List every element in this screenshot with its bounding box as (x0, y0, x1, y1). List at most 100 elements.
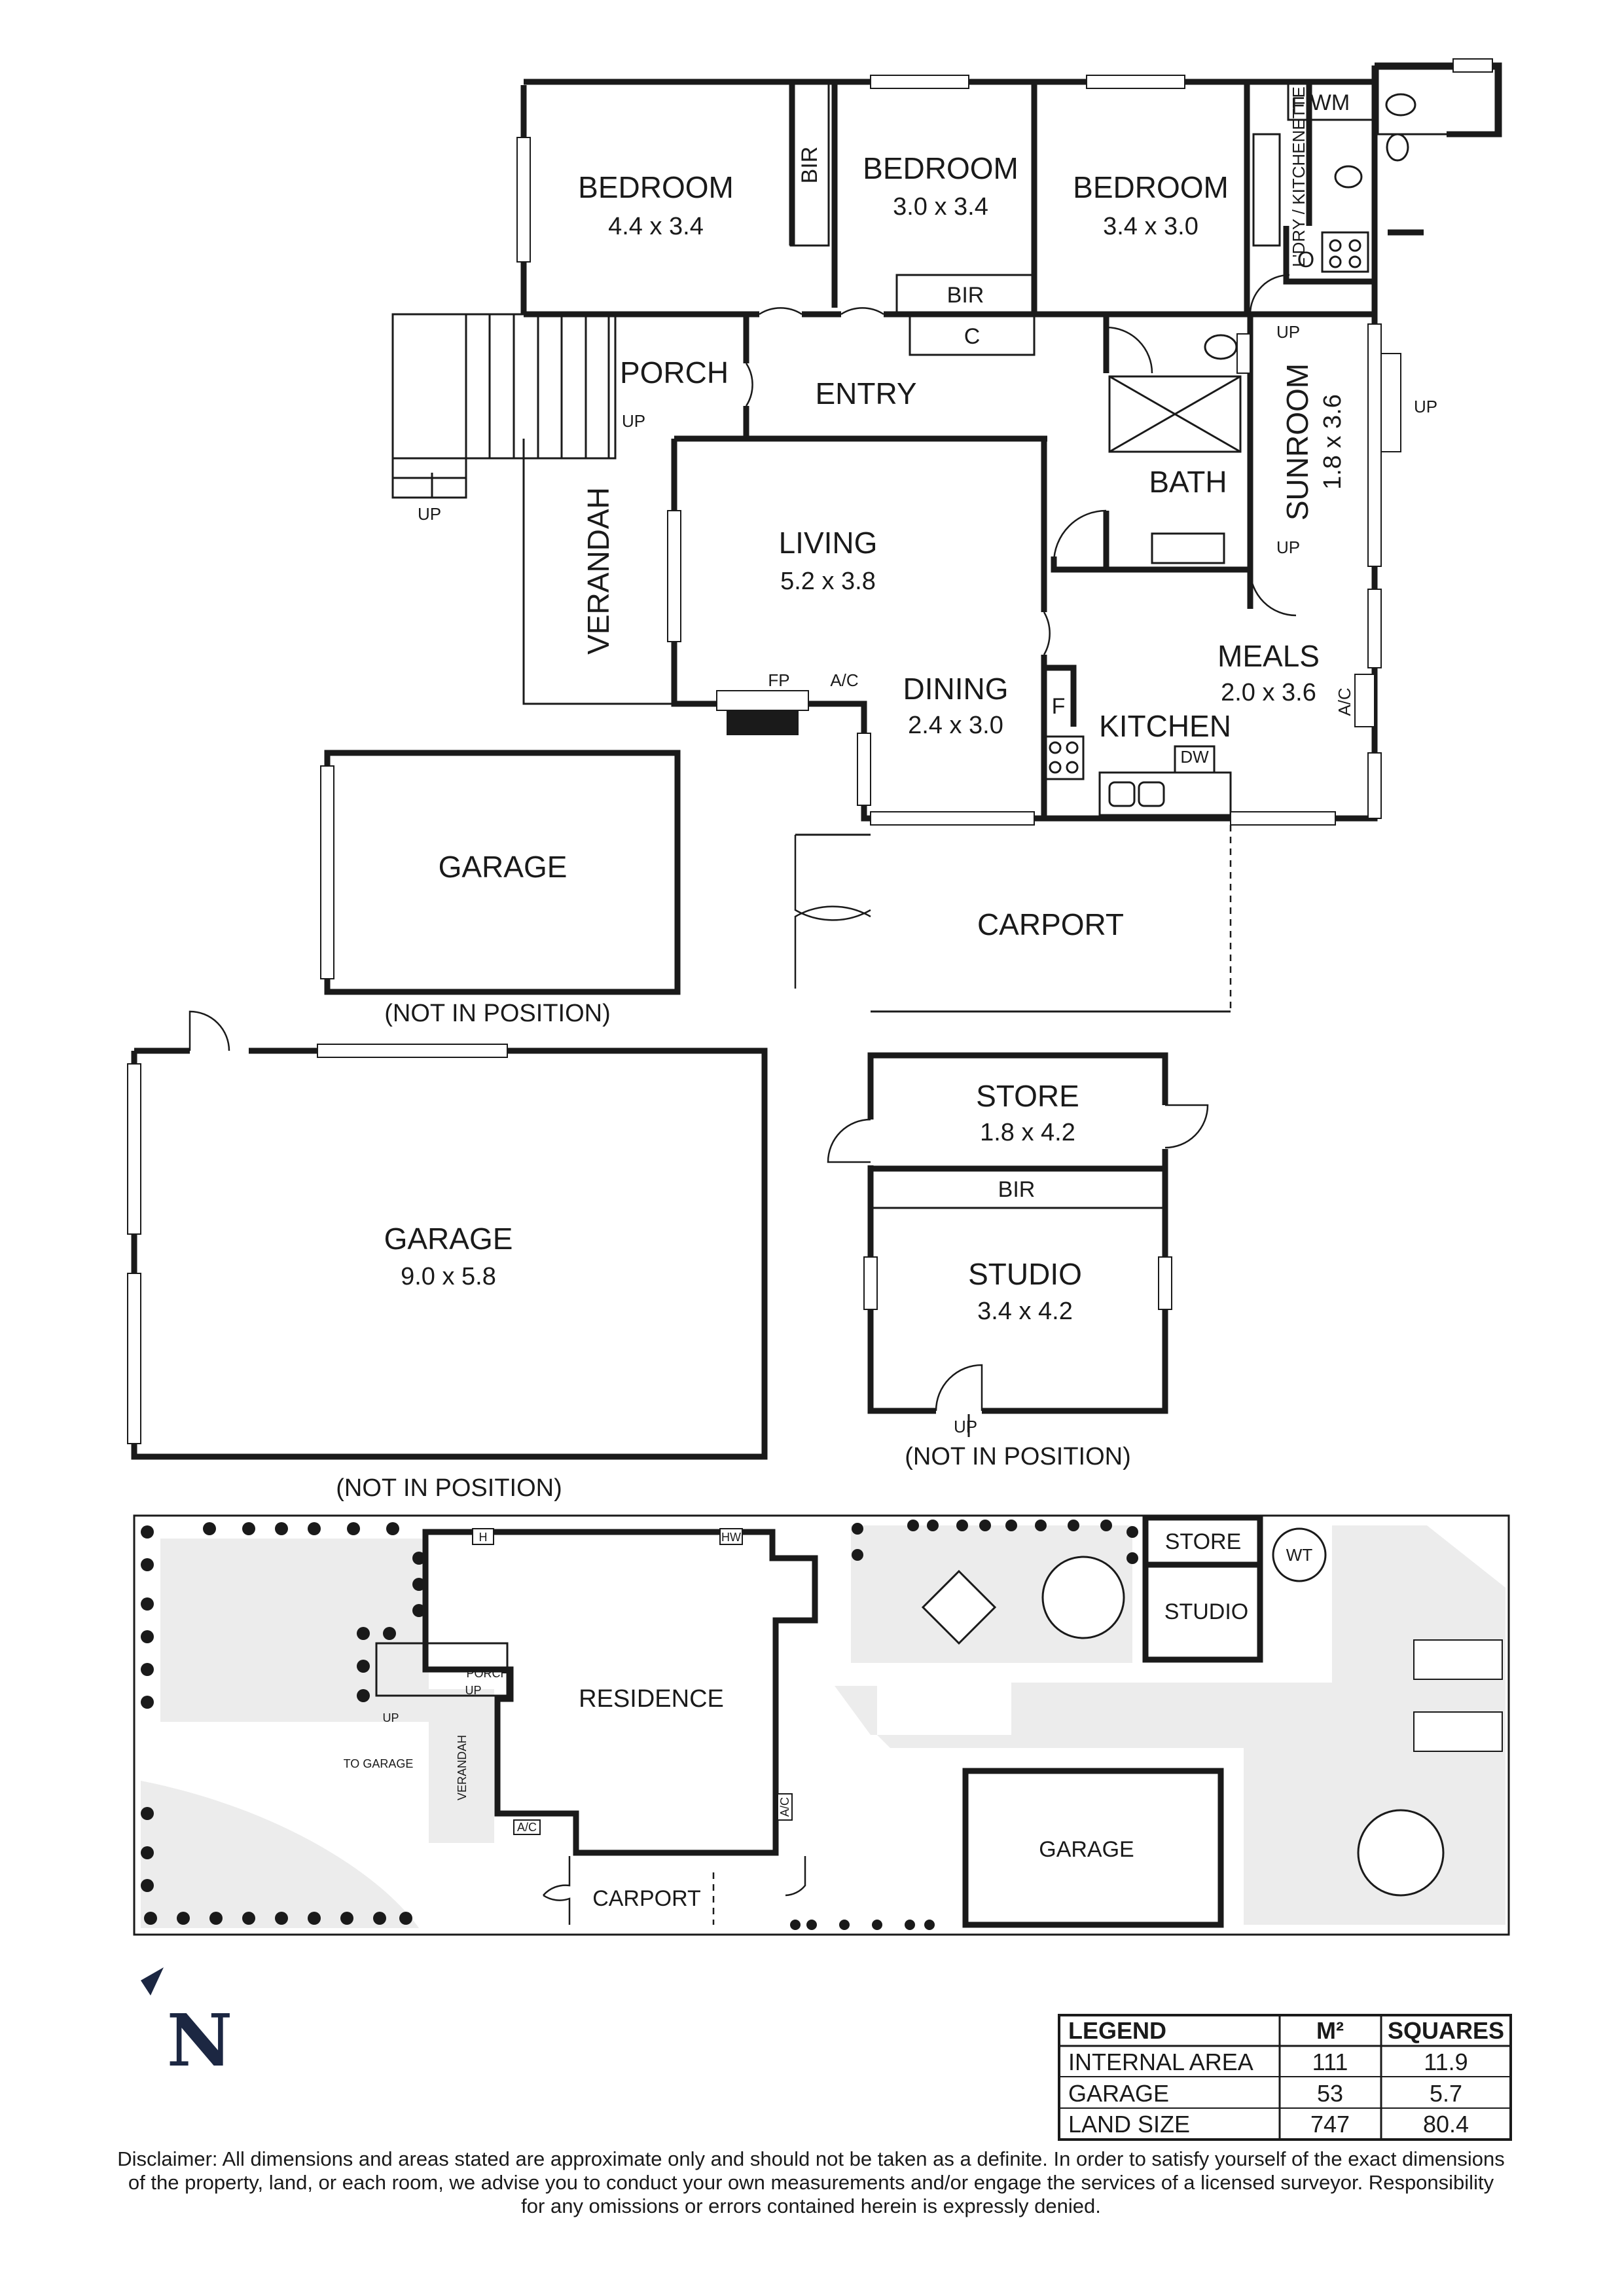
garage-small (320, 750, 681, 995)
burner (1329, 255, 1342, 268)
burner (1066, 761, 1079, 774)
room-dims-sunroom: 1.8 x 3.6 (1319, 394, 1346, 490)
label-ac: A/C (830, 670, 858, 690)
site-label-verandah: VERANDAH (456, 1735, 469, 1800)
hot-water-box (719, 1528, 743, 1545)
stove (1321, 231, 1369, 273)
window (667, 510, 681, 642)
label-ac: A/C (1335, 687, 1354, 716)
paving (835, 1525, 1505, 1925)
cooktop (1043, 735, 1085, 780)
tree-icon (1357, 1809, 1445, 1897)
heater-box (472, 1528, 494, 1545)
disclaimer-line: for any omissions or errors contained he… (521, 2195, 1101, 2217)
label-fp: FP (768, 670, 789, 690)
legend-header: LEGEND (1068, 2017, 1166, 2044)
ac-box (777, 1793, 793, 1821)
legend-row-m2: 53 (1317, 2080, 1343, 2107)
legend-row-label: INTERNAL AREA (1068, 2049, 1253, 2075)
window (1367, 752, 1382, 819)
note-not-in-position: (NOT IN POSITION) (384, 1000, 611, 1027)
stairs-treads (465, 314, 610, 458)
tree-icon (1041, 1556, 1125, 1639)
dishwasher (1174, 745, 1216, 774)
site-label-studio: STUDIO (1164, 1599, 1248, 1624)
legend-header: SQUARES (1388, 2017, 1504, 2044)
sink-icon (1138, 781, 1165, 807)
label-up: UP (954, 1417, 977, 1436)
burner (1348, 255, 1361, 268)
legend-table (1058, 2014, 1512, 2141)
room-name-garage: GARAGE (439, 850, 568, 884)
legend-row-m2: 747 (1310, 2111, 1350, 2138)
burner (1049, 761, 1062, 774)
window (1158, 1256, 1172, 1310)
main-house (391, 58, 1502, 1013)
room-dims-garage: 9.0 x 5.8 (401, 1263, 496, 1290)
hedge (141, 1520, 1138, 1930)
site-label-ac: A/C (778, 1797, 791, 1817)
wall (867, 1165, 936, 1414)
toilet-icon (1386, 133, 1409, 162)
legend-header: M² (1316, 2017, 1344, 2044)
site-label-garage: GARAGE (1039, 1837, 1134, 1862)
room-dims-bedroom: 3.4 x 3.0 (1103, 213, 1198, 240)
water-tank (1272, 1527, 1327, 1582)
room-name-dining: DINING (903, 672, 1009, 706)
room-name-garage: GARAGE (384, 1222, 513, 1256)
garden-bed (1413, 1711, 1503, 1752)
step (1380, 353, 1401, 452)
room-name-carport: CARPORT (977, 907, 1124, 941)
verandah-outline (522, 439, 674, 705)
door (189, 1010, 230, 1051)
legend-row-m2: 111 (1312, 2049, 1348, 2075)
label-o: O (1297, 247, 1314, 272)
legend-row-label: GARAGE (1068, 2080, 1169, 2107)
sink-icon (1108, 781, 1136, 807)
kitchen-bench (1098, 771, 1232, 816)
door (1249, 569, 1297, 617)
carport-gate (794, 905, 871, 989)
site-label-hw: HW (721, 1531, 741, 1544)
verandah-area (429, 1689, 494, 1843)
room-dims-living: 5.2 x 3.8 (780, 568, 876, 595)
door (1106, 326, 1153, 374)
door (935, 1364, 983, 1412)
door (1164, 1104, 1209, 1149)
room-dims-bedroom: 4.4 x 3.4 (608, 213, 704, 240)
site-label-porch: PORCH (466, 1667, 509, 1680)
room-name-porch: PORCH (620, 355, 729, 390)
label-dw: DW (1180, 747, 1209, 767)
room-name-bedroom: BEDROOM (578, 170, 734, 204)
room-dims-store: 1.8 x 4.2 (980, 1119, 1075, 1146)
wall (1375, 62, 1502, 137)
lawn (141, 1781, 419, 1928)
room-name-kitchen: KITCHEN (1099, 709, 1231, 743)
wm-box (1287, 81, 1375, 121)
window (127, 1063, 141, 1235)
store-studio (827, 1052, 1209, 1437)
bir-closet (789, 81, 830, 247)
labels: BEDROOM 4.4 x 3.4 BEDROOM 3.0 x 3.4 BEDR… (167, 86, 1437, 2083)
door (1249, 274, 1290, 315)
door (745, 363, 753, 407)
room-name-verandah: VERANDAH (581, 487, 615, 655)
ac-box (513, 1819, 541, 1835)
gate (543, 1856, 571, 1896)
site-label-ac: A/C (517, 1821, 537, 1834)
site-plan (133, 1514, 1510, 1936)
garage-big (127, 1010, 768, 1460)
room-name-sunroom: SUNROOM (1280, 363, 1314, 520)
window (1086, 75, 1185, 89)
disclaimer-line: of the property, land, or each room, we … (128, 2171, 1494, 2194)
site-garage (962, 1768, 1224, 1928)
site-studio (1142, 1561, 1263, 1663)
ac-unit (1354, 674, 1375, 727)
label-up: UP (1414, 397, 1437, 416)
room-name-bedroom: BEDROOM (863, 151, 1018, 185)
door (1043, 611, 1051, 655)
carport-gate (794, 835, 871, 921)
site-label-residence: RESIDENCE (579, 1685, 724, 1713)
north-compass (141, 1967, 164, 1995)
toilet-icon (1204, 334, 1238, 360)
